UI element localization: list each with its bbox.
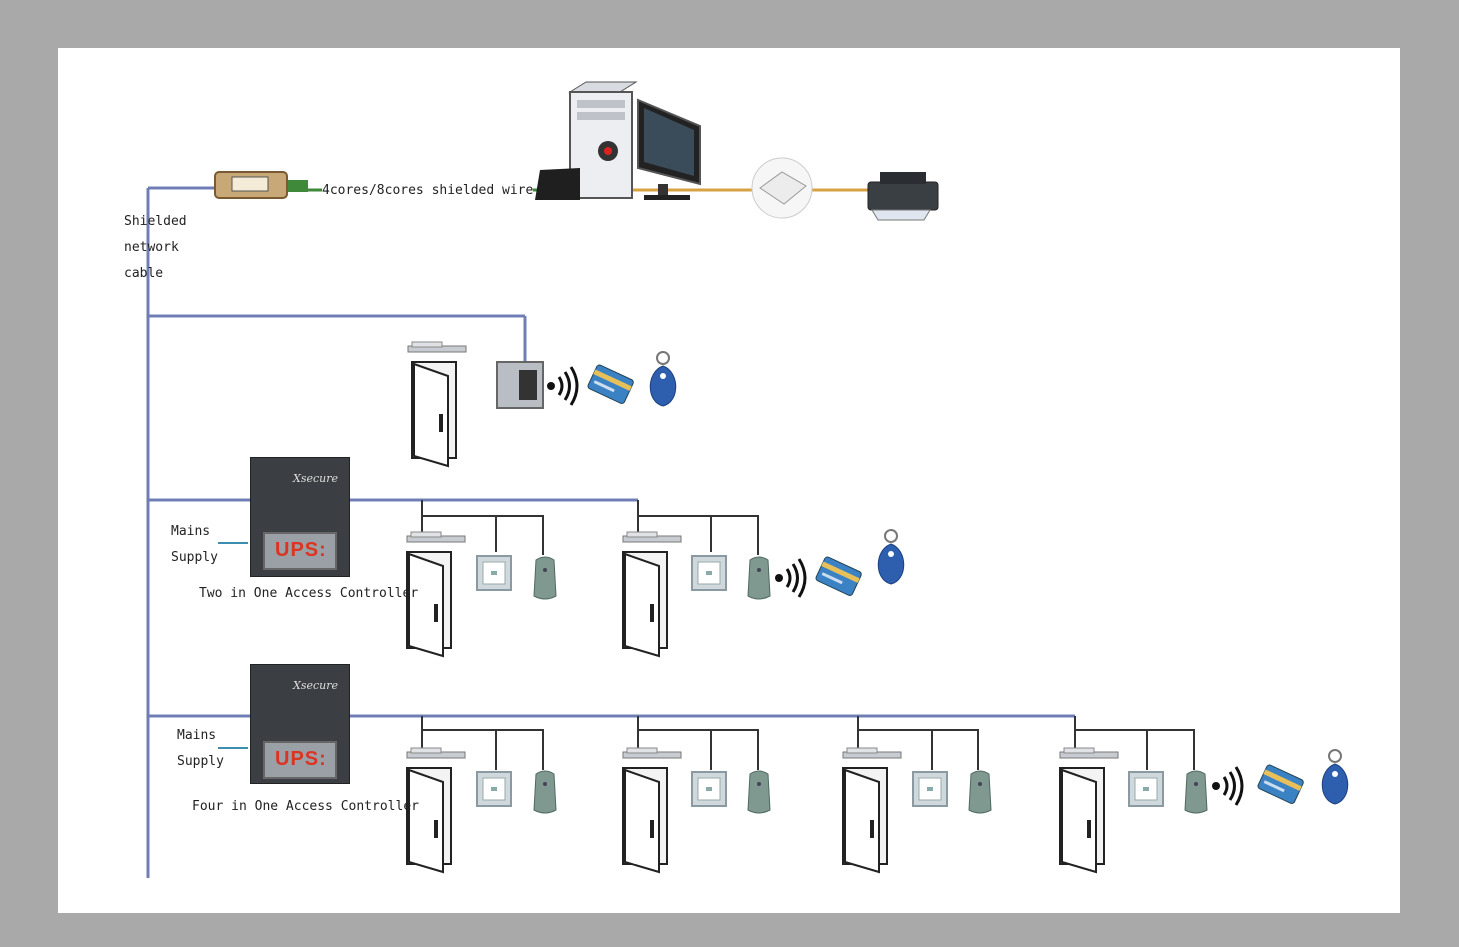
lock-icon [622,531,682,543]
lock-icon [407,341,467,353]
mains-supply-label: Mains [177,728,217,743]
lock-icon [406,531,466,543]
rfid-keyfob-icon [649,351,677,407]
card-reader-icon [968,770,992,814]
wireless-signal-icon [545,365,579,407]
computer-tower-icon [568,81,638,199]
door-icon [842,767,888,873]
controller-brand: Xsecure [293,679,338,692]
controller-brand: Xsecure [293,472,338,485]
door-icon [411,361,457,467]
mains-supply-label: Mains [171,524,211,539]
lock-icon [842,747,902,759]
wireless-signal-icon [1210,765,1244,807]
card-issuer-icon [751,157,813,219]
shielded-cable-label-line1: Shielded [124,214,187,229]
two-in-one-controller-box: Xsecure UPS: [250,457,350,577]
row3-wires [421,716,1195,770]
network-trunk [146,186,1075,878]
monitor-icon [637,98,701,200]
card-reader-icon [1184,770,1208,814]
rfid-card-icon [814,555,863,597]
card-reader-icon [533,770,557,814]
door-icon [406,551,452,657]
exit-button-icon [912,771,948,807]
card-reader-icon [747,770,771,814]
exit-button-icon [1128,771,1164,807]
shielded-cable-label-line3: cable [124,266,164,281]
exit-button-icon [476,771,512,807]
keypad-reader-icon [496,361,544,409]
door-icon [622,767,668,873]
exit-button-icon [691,771,727,807]
lock-icon [1059,747,1119,759]
rfid-keyfob-icon [1321,749,1349,805]
row2-wires [421,500,759,555]
exit-button-icon [476,555,512,591]
ups-panel: UPS: [263,741,337,779]
exit-button-icon [691,555,727,591]
four-in-one-label: Four in One Access Controller [192,799,419,814]
printer-icon [867,172,939,221]
wireless-signal-icon [773,557,807,599]
mains-supply-label: Supply [177,754,224,769]
mains-supply-label: Supply [171,550,218,565]
rfid-card-icon [1256,763,1305,805]
rfid-card-icon [586,363,635,405]
rfid-keyfob-icon [877,529,905,585]
converter-icon [214,171,308,199]
mains-lines [218,542,248,749]
door-icon [622,551,668,657]
lock-icon [406,747,466,759]
lock-icon [622,747,682,759]
four-in-one-controller-box: Xsecure UPS: [250,664,350,784]
ups-label: UPS: [275,748,327,770]
shielded-cable-label-line2: network [124,240,179,255]
ups-label: UPS: [275,539,327,561]
door-icon [1059,767,1105,873]
door-icon [406,767,452,873]
keyboard-icon [535,168,580,200]
two-in-one-label: Two in One Access Controller [199,586,419,601]
ups-panel: UPS: [263,532,337,570]
card-reader-icon [533,556,557,600]
shielded-wire-label: 4cores/8cores shielded wire [322,183,534,198]
card-reader-icon [747,556,771,600]
